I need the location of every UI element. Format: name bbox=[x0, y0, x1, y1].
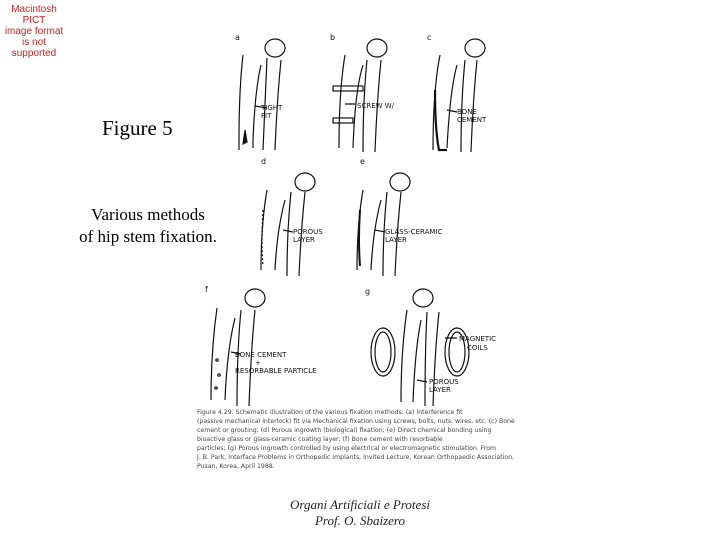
label-glass-ceramic: LAYER bbox=[385, 236, 407, 244]
panel-letter: g bbox=[365, 287, 370, 296]
slide-footer: Organi Artificiali e Protesi Prof. O. Sb… bbox=[250, 497, 470, 529]
label-porous-layer: LAYER bbox=[293, 236, 315, 244]
slide-title: Figure 5 bbox=[102, 116, 173, 140]
placeholder-line: image format bbox=[4, 26, 64, 37]
panel-letter: b bbox=[330, 33, 335, 42]
label-porous-layer-g: LAYER bbox=[429, 386, 451, 394]
figure-caption-line: J. B. Park, Interface Problems in Orthop… bbox=[196, 454, 514, 461]
figure-drawing: a b c d e f g TIGHT FIT SCREW W/ BONE CE… bbox=[196, 33, 515, 470]
figure-caption-line: Figure 4.29. Schematic illustration of t… bbox=[197, 409, 463, 416]
panel-letter: c bbox=[427, 33, 431, 42]
label-tight-fit: FIT bbox=[261, 112, 272, 120]
figure-caption-line: bioactive glass or glass-ceramic coating… bbox=[197, 436, 443, 443]
panel-e-stem bbox=[356, 172, 411, 277]
footer-course: Organi Artificiali e Protesi bbox=[290, 497, 430, 512]
placeholder-line: is not supported bbox=[11, 37, 57, 59]
label-porous-layer: POROUS bbox=[293, 228, 323, 236]
label-plus: + bbox=[255, 359, 261, 367]
panel-g-stem bbox=[370, 288, 470, 407]
placeholder-line: Macintosh PICT bbox=[11, 4, 57, 26]
panel-letter: e bbox=[360, 157, 365, 166]
hip-stem-fixation-figure: a b c d e f g TIGHT FIT SCREW W/ BONE CE… bbox=[195, 30, 555, 490]
figure-caption-line: (passive mechanical interlock) fit via M… bbox=[197, 418, 515, 425]
panel-letter: d bbox=[261, 157, 266, 166]
panel-c-stem bbox=[432, 38, 486, 153]
label-bone-cement: CEMENT bbox=[457, 116, 487, 124]
label-glass-ceramic: GLASS-CERAMIC bbox=[385, 228, 442, 236]
figure-caption-line: cement or grouting; (d) Porous ingrowth … bbox=[197, 427, 491, 434]
label-bone-cement-f: BONE CEMENT bbox=[235, 351, 287, 359]
caption-line: of hip stem fixation. bbox=[79, 227, 217, 246]
panel-b-stem bbox=[332, 38, 388, 153]
label-tight-fit: TIGHT bbox=[260, 104, 283, 112]
panel-f-stem bbox=[210, 288, 266, 407]
label-resorbable: RESORBABLE PARTICLE bbox=[235, 367, 317, 375]
footer-author: Prof. O. Sbaizero bbox=[314, 513, 406, 528]
figure-caption-line: Pusan, Korea, April 1988. bbox=[197, 463, 275, 470]
label-bone-cement: BONE bbox=[457, 108, 477, 116]
panel-letter: f bbox=[205, 285, 208, 294]
label-magnetic-coils: MAGNETIC bbox=[459, 335, 496, 343]
unsupported-image-placeholder: Macintosh PICT image format is not suppo… bbox=[2, 4, 66, 59]
figure-caption-line: particles; (g) Porous ingrowth controlle… bbox=[197, 445, 496, 452]
panel-d-stem bbox=[260, 172, 316, 277]
caption-line: Various methods bbox=[91, 205, 205, 224]
panel-letter: a bbox=[235, 33, 240, 42]
label-screw: SCREW W/ bbox=[357, 102, 395, 110]
slide-caption: Various methods of hip stem fixation. bbox=[60, 204, 236, 248]
panel-a-stem bbox=[238, 38, 286, 151]
label-porous-layer-g: POROUS bbox=[429, 378, 459, 386]
label-magnetic-coils: COILS bbox=[467, 344, 488, 352]
